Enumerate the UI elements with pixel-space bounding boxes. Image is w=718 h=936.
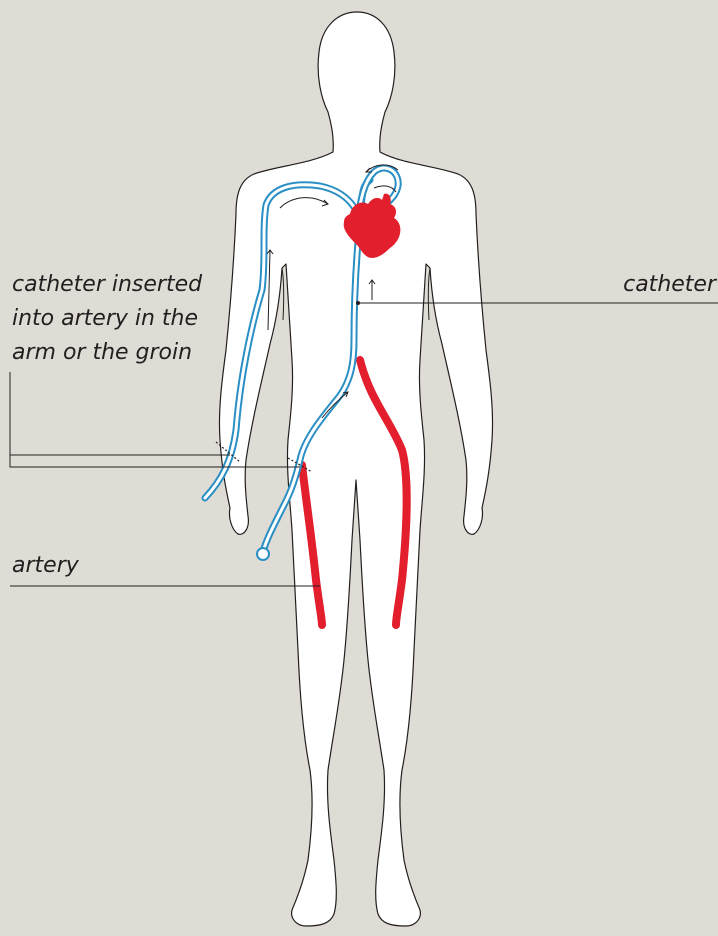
left-arm-contour [282,268,284,320]
catheter-tip [257,548,269,560]
label-insertion-line1: catheter inserted [12,272,203,297]
body-silhouette [219,12,492,926]
label-artery: artery [12,553,80,578]
label-insertion-line3: arm or the groin [12,340,192,365]
label-catheter: catheter [623,272,718,297]
label-insertion-line2: into artery in the [12,306,198,331]
catheter-pointer-dot [356,301,360,305]
right-arm-contour [428,268,430,320]
